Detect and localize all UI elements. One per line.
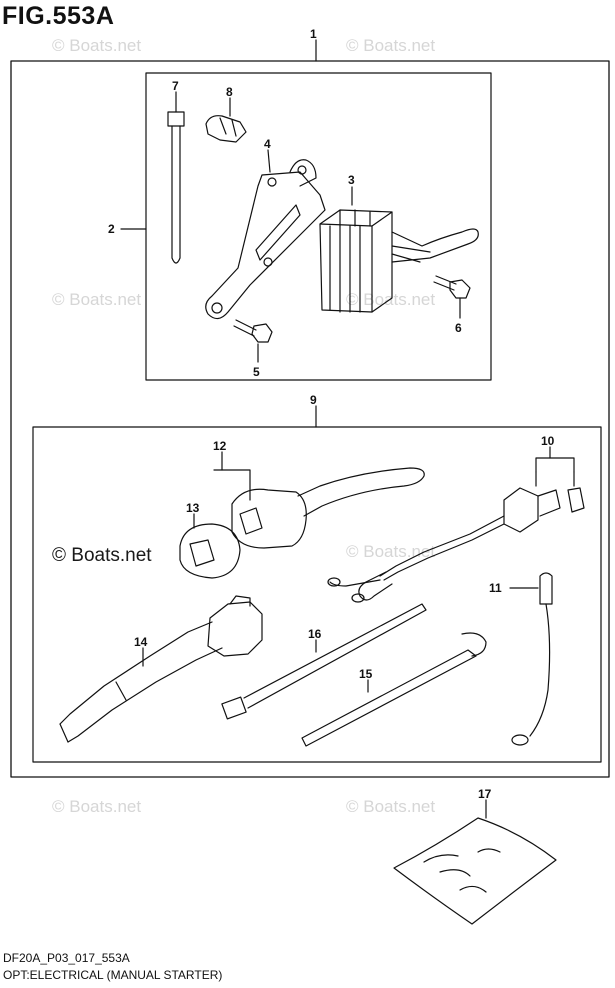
bag-17 [393,799,557,925]
kit-box-upper [145,72,492,381]
callout-10: 10 [541,434,555,448]
drawing-code: DF20A_P03_017_553A [3,951,130,965]
watermark: © Boats.net [52,797,142,816]
callout-1: 1 [310,27,317,41]
cable-tie-16 [221,603,427,720]
callout-5: 5 [253,365,260,379]
kit-box-lower [32,426,602,763]
callout-14: 14 [134,635,148,649]
cable-tie-7 [167,91,185,264]
bolt-6 [433,275,471,319]
watermark: © Boats.net [346,797,436,816]
watermark-main: © Boats.net [52,545,152,566]
bracket-4 [205,149,326,320]
callout-17: 17 [478,787,492,801]
rectifier-3 [319,186,479,313]
callout-13: 13 [186,501,200,515]
connector-12 [213,451,425,549]
watermark: © Boats.net [52,290,142,309]
figure-caption: OPT:ELECTRICAL (MANUAL STARTER) [3,968,223,982]
callout-3: 3 [348,173,355,187]
callout-6: 6 [455,321,462,335]
callout-9: 9 [310,393,317,407]
callout-4: 4 [264,137,271,151]
callout-16: 16 [308,627,322,641]
callout-12: 12 [213,439,227,453]
callout-15: 15 [359,667,373,681]
callout-11: 11 [489,581,502,595]
wire-14 [59,595,263,743]
outer-frame [10,60,610,778]
fuse-connector-10 [327,446,585,603]
watermark: © Boats.net [346,36,436,55]
cap-13 [179,513,241,579]
ground-lead-11 [509,572,553,746]
clamp-8 [205,97,247,143]
figure-title: FIG.553A [2,2,115,30]
callout-7: 7 [172,79,179,93]
callout-2: 2 [108,222,115,236]
watermark: © Boats.net [346,542,436,561]
bolt-5 [233,319,273,363]
callout-8: 8 [226,85,233,99]
watermark: © Boats.net [52,36,142,55]
clamp-band-15 [301,632,487,747]
